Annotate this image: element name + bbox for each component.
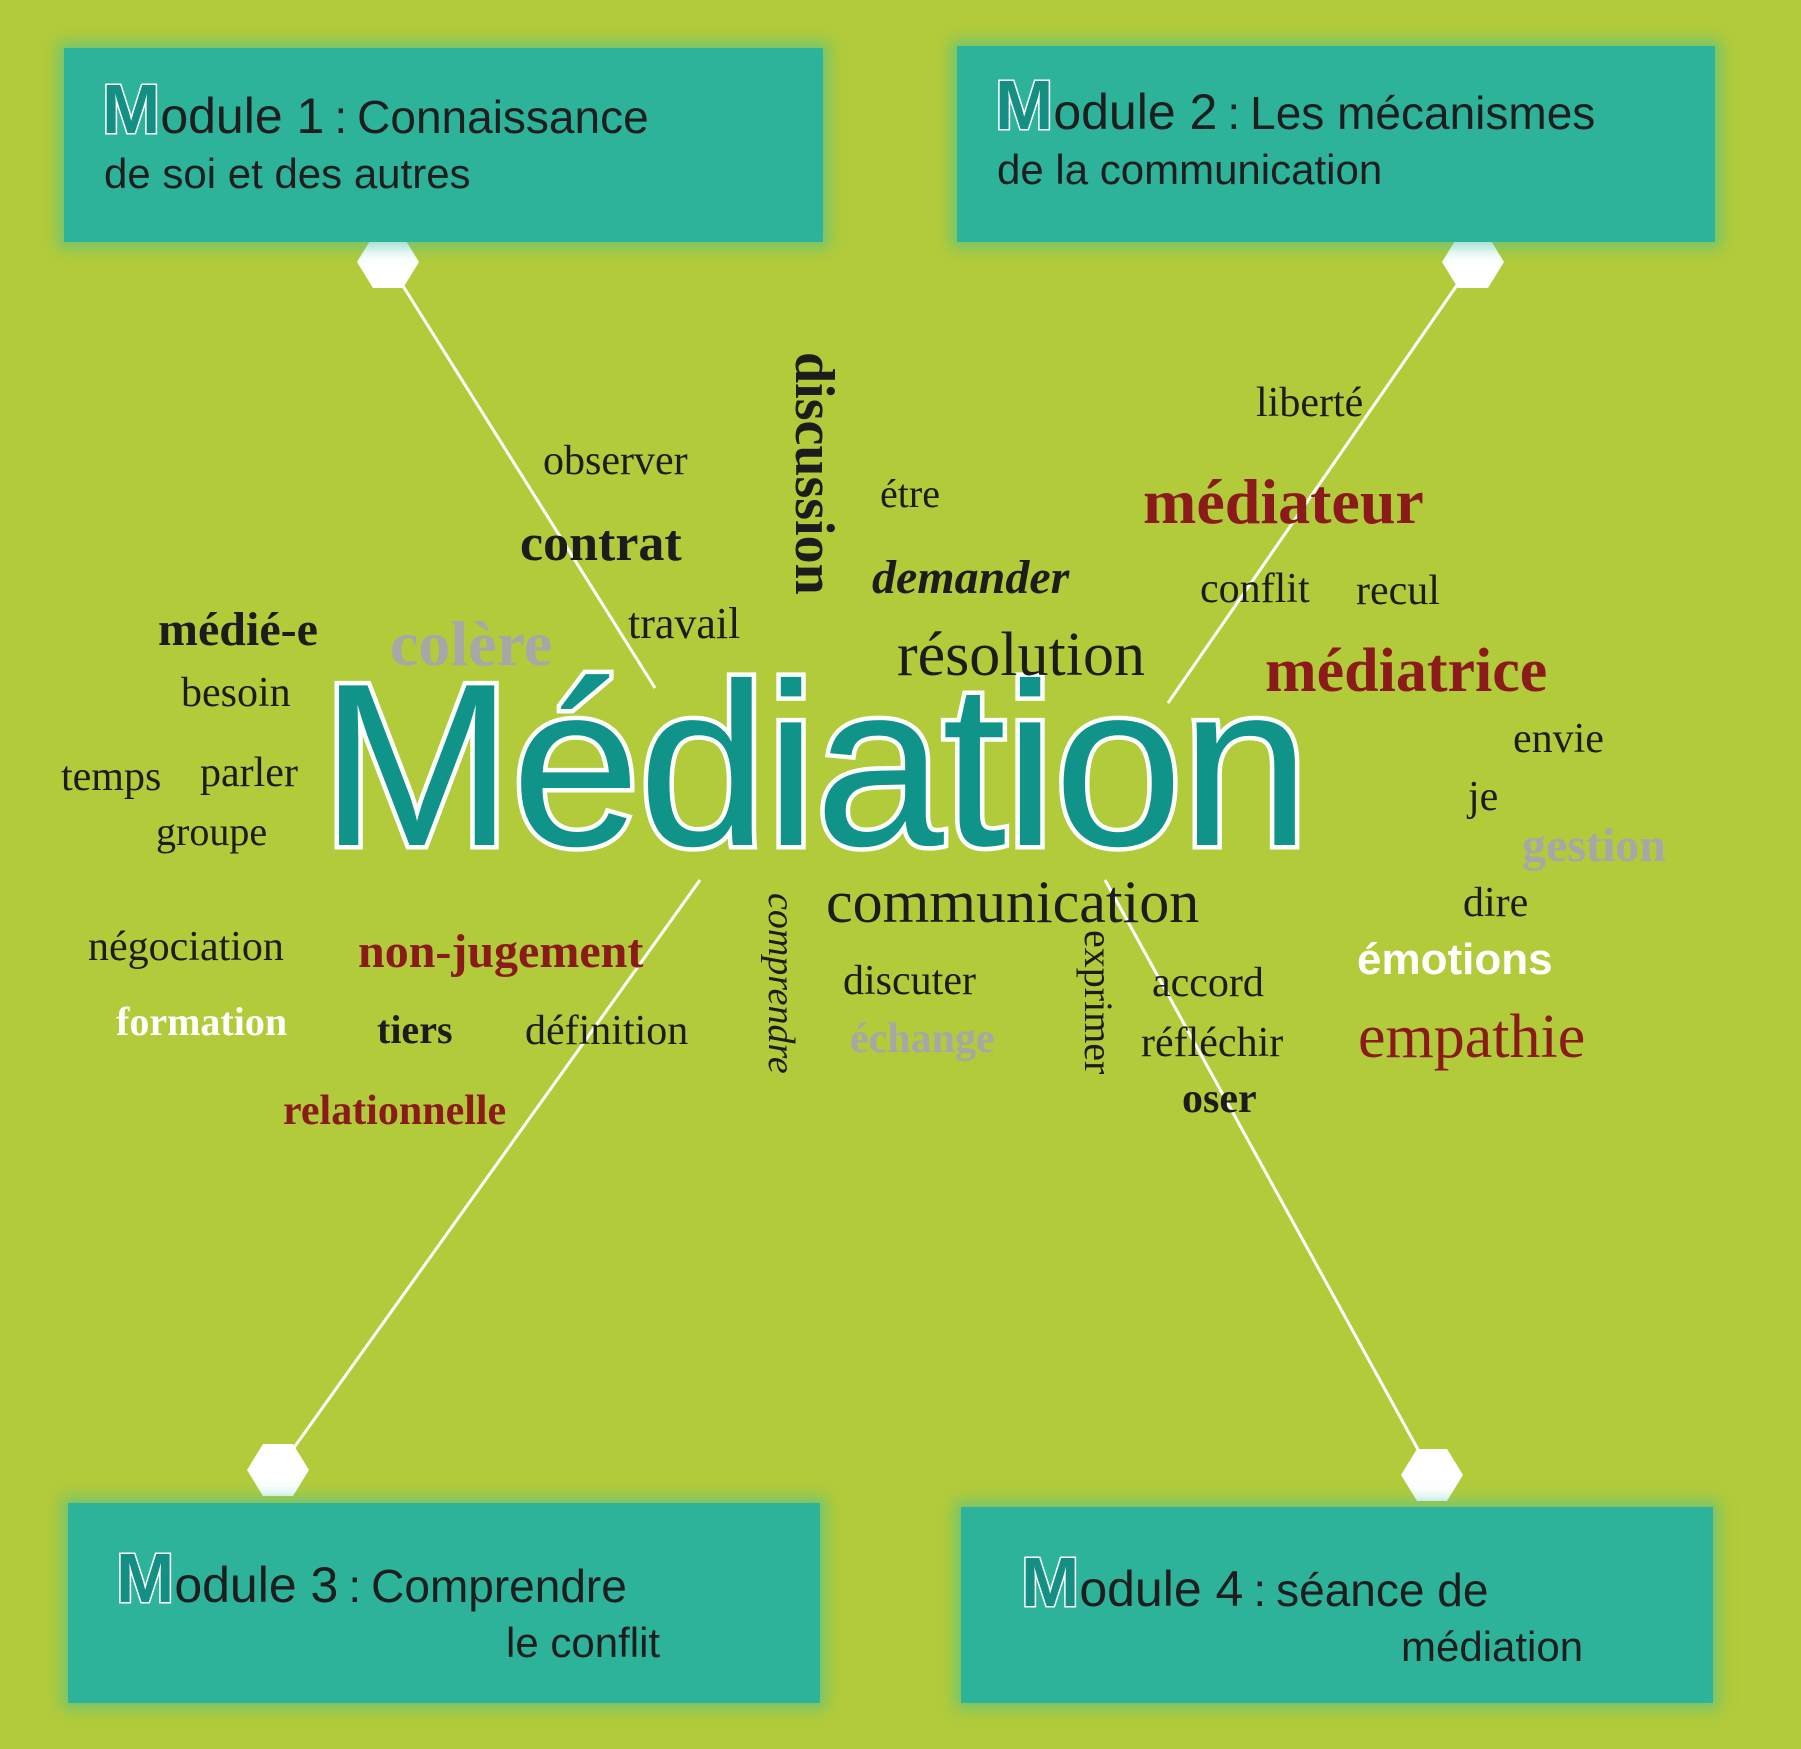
- word-conflit: conflit: [1200, 566, 1310, 612]
- module-1-title-line2: de soi et des autres: [104, 150, 471, 197]
- word-recul: recul: [1356, 568, 1440, 614]
- module-2-title-line2: de la communication: [997, 146, 1383, 193]
- node-hexagon-4: [1401, 1449, 1463, 1501]
- module-3-letter: M: [114, 1539, 175, 1617]
- word-gestion: gestion: [1522, 819, 1666, 872]
- word-emotions: émotions: [1357, 935, 1553, 984]
- word-mediatrice: médiatrice: [1265, 637, 1548, 705]
- word-contrat: contrat: [520, 515, 682, 572]
- word-relationnelle: relationnelle: [283, 1088, 507, 1134]
- word-je: je: [1468, 774, 1499, 820]
- module-4-letter: M: [1019, 1543, 1080, 1621]
- word-besoin: besoin: [181, 670, 291, 716]
- word-travail: travail: [628, 599, 741, 648]
- module-4-title-line1: séance de: [1276, 1564, 1489, 1616]
- word-discussion: discussion: [783, 352, 845, 595]
- word-observer: observer: [543, 438, 688, 484]
- module-1-heading: Module 1:Connaissance: [100, 73, 823, 146]
- word-negociation: négociation: [88, 924, 284, 970]
- connector-module-4: [1103, 879, 1434, 1476]
- word-communication: communication: [826, 869, 1200, 935]
- module-2-colon: :: [1227, 87, 1241, 139]
- module-2-letter: M: [993, 66, 1054, 144]
- module-1-box: Module 1:Connaissance de soi et des autr…: [64, 48, 823, 242]
- word-resolution: résolution: [897, 621, 1145, 689]
- word-colere: colère: [390, 608, 553, 679]
- module-1-title-line1: Connaissance: [357, 91, 649, 143]
- word-reflechir: réfléchir: [1141, 1020, 1284, 1066]
- module-3-title-line2: le conflit: [506, 1619, 661, 1666]
- word-formation: formation: [116, 999, 288, 1044]
- module-2-title-line1: Les mécanismes: [1250, 87, 1596, 139]
- connector-module-2: [1166, 261, 1475, 704]
- module-2-box: Module 2:Les mécanismes de la communicat…: [957, 46, 1715, 242]
- word-medie: médié-e: [158, 603, 318, 656]
- word-groupe: groupe: [156, 809, 268, 854]
- word-dire: dire: [1463, 880, 1529, 926]
- word-oser: oser: [1182, 1076, 1257, 1122]
- word-tiers: tiers: [377, 1007, 453, 1052]
- word-demander: demander: [872, 551, 1070, 604]
- word-envie: envie: [1513, 716, 1604, 762]
- word-nonjugement: non-jugement: [358, 925, 644, 978]
- word-liberte: liberté: [1256, 380, 1364, 426]
- word-comprendre: comprendre: [760, 893, 802, 1074]
- module-1-colon: :: [334, 91, 348, 143]
- module-1-label: odule 1: [160, 88, 325, 144]
- word-etre: étre: [880, 471, 940, 516]
- module-4-heading: Module 4:séance de: [1019, 1546, 1713, 1619]
- module-3-heading: Module 3:Comprendre: [114, 1542, 820, 1615]
- module-3-box: Module 3:Comprendre le conflit: [68, 1503, 820, 1703]
- word-exprimer: exprimer: [1076, 930, 1121, 1075]
- node-hexagon-3: [247, 1444, 309, 1496]
- connector-module-3: [276, 879, 702, 1471]
- node-hexagon-2: [1442, 236, 1504, 288]
- module-4-title-line2: médiation: [1401, 1623, 1584, 1670]
- word-mediateur: médiateur: [1143, 466, 1424, 537]
- word-echange: échange: [850, 1016, 995, 1062]
- module-4-label: odule 4: [1079, 1561, 1244, 1617]
- module-3-label: odule 3: [174, 1557, 339, 1613]
- module-3-colon: :: [348, 1560, 362, 1612]
- module-3-title-line1: Comprendre: [371, 1560, 627, 1612]
- module-2-heading: Module 2:Les mécanismes: [993, 69, 1715, 142]
- word-parler: parler: [200, 750, 298, 796]
- connector-module-1: [386, 261, 657, 689]
- central-title: Médiation: [316, 636, 1315, 895]
- word-empathie: empathie: [1358, 1003, 1586, 1071]
- module-2-label: odule 2: [1053, 84, 1218, 140]
- word-temps: temps: [61, 754, 162, 800]
- module-4-colon: :: [1253, 1564, 1267, 1616]
- word-definition: définition: [525, 1008, 689, 1054]
- word-discuter: discuter: [843, 958, 976, 1004]
- node-hexagon-1: [357, 236, 419, 288]
- module-1-letter: M: [100, 70, 161, 148]
- module-4-box: Module 4:séance de médiation: [961, 1507, 1713, 1703]
- word-accord: accord: [1152, 960, 1264, 1006]
